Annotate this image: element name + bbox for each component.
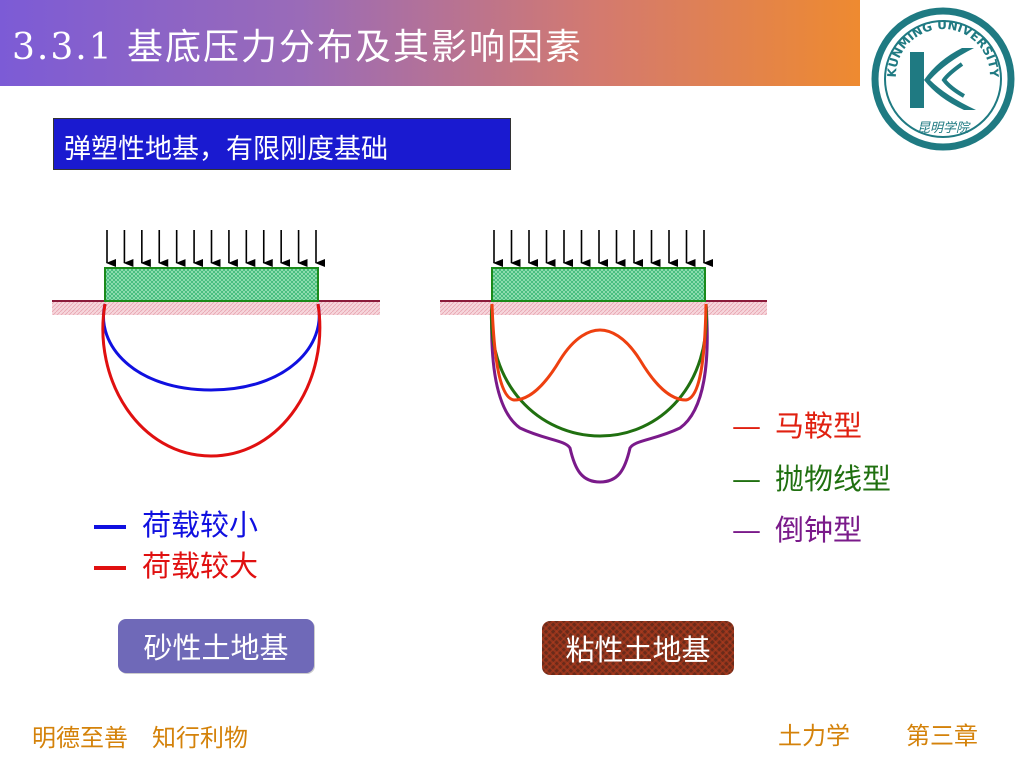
subtitle-box: 弹塑性地基，有限刚度基础 bbox=[53, 118, 511, 170]
sand-load-arrows bbox=[106, 230, 325, 267]
subtitle-text: 弹塑性地基，有限刚度基础 bbox=[64, 134, 388, 165]
footer-motto: 明德至善 知行利物 bbox=[32, 724, 248, 752]
kunming-university-logo-icon: KUNMING UNIVERSITY 昆明学院 bbox=[871, 7, 1015, 151]
legend-parabola: — 抛物线型 bbox=[732, 456, 891, 498]
clay-soil-hatch bbox=[440, 301, 767, 315]
legend-small-load: 荷载较小 bbox=[94, 502, 258, 544]
legend-small-load-label: 荷载较小 bbox=[142, 508, 259, 542]
curve-large-load bbox=[101, 303, 322, 458]
page-title: 3.3.1 基底压力分布及其影响因素 bbox=[12, 27, 584, 68]
curve-small-load bbox=[102, 303, 321, 392]
legend-line-red bbox=[94, 566, 126, 570]
clay-load-arrows bbox=[493, 230, 713, 267]
clay-ground-tag: 粘性土地基 bbox=[542, 621, 734, 675]
footer-course: 土力学 bbox=[778, 722, 850, 750]
legend-large-load: 荷载较大 bbox=[94, 543, 258, 585]
curve-parabola bbox=[489, 303, 708, 438]
legend-dash-bell: — bbox=[732, 513, 761, 547]
legend-dash-parabola: — bbox=[732, 462, 761, 496]
curve-saddle bbox=[490, 303, 708, 402]
sand-footing bbox=[104, 267, 319, 302]
legend-parabola-label: 抛物线型 bbox=[775, 462, 892, 496]
legend-saddle: — 马鞍型 bbox=[732, 403, 862, 445]
legend-bell: — 倒钟型 bbox=[732, 507, 862, 549]
curve-bell bbox=[490, 303, 709, 484]
clay-diagram bbox=[440, 230, 767, 484]
sand-diagram bbox=[52, 230, 380, 458]
footer-chapter: 第三章 bbox=[906, 722, 978, 750]
sand-soil-hatch bbox=[52, 301, 380, 315]
legend-line-blue bbox=[94, 525, 126, 529]
title-bar: 3.3.1 基底压力分布及其影响因素 bbox=[0, 0, 860, 86]
legend-bell-label: 倒钟型 bbox=[775, 513, 863, 547]
sand-ground-tag: 砂性土地基 bbox=[118, 619, 314, 673]
legend-dash-saddle: — bbox=[732, 409, 761, 443]
clay-footing bbox=[491, 267, 706, 302]
legend-large-load-label: 荷载较大 bbox=[142, 549, 259, 583]
svg-text:昆明学院: 昆明学院 bbox=[917, 120, 971, 136]
legend-saddle-label: 马鞍型 bbox=[775, 409, 863, 443]
